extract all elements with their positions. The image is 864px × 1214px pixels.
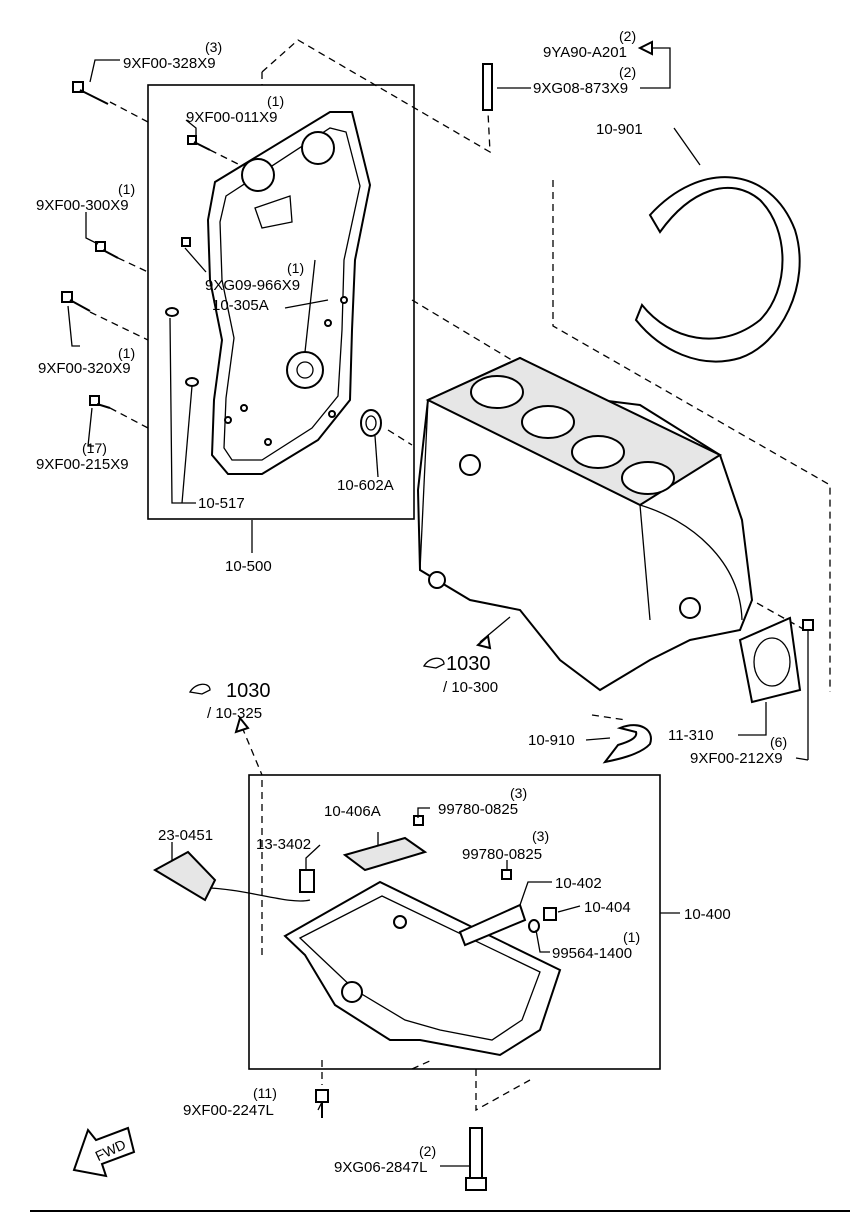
timing-chain-cover	[206, 111, 372, 475]
qty-9xg06-2847l: (2)	[419, 1143, 436, 1159]
label-10-305a: 10-305A	[212, 297, 269, 314]
oil-pan-group-box	[248, 774, 661, 1070]
front-oil-seal	[360, 409, 382, 437]
oil-strainer-bracket	[458, 903, 527, 947]
bolt-9xg09-966x9	[181, 237, 191, 247]
label-10-406a: 10-406A	[324, 803, 381, 820]
label-10-517: 10-517	[198, 495, 245, 512]
qty-9xf00-212x9: (6)	[770, 734, 787, 750]
qty-9xf00-300x9: (1)	[118, 181, 135, 197]
rear-plate	[634, 176, 801, 363]
oil-pan	[283, 880, 562, 1057]
label-99564-1400: 99564-1400	[552, 945, 632, 962]
qty-9xf00-011x9: (1)	[267, 93, 284, 109]
dowel-pins-10-517	[165, 307, 199, 387]
qty-99780-0825-b: (3)	[532, 828, 549, 844]
label-9xg09-966x9: 9XG09-966X9	[205, 277, 300, 294]
rear-oil-seal	[738, 616, 802, 704]
cylinder-block	[416, 356, 754, 692]
label-9xf00-320x9: 9XF00-320X9	[38, 360, 131, 377]
label-9xf00-2247l: 9XF00-2247L	[183, 1102, 274, 1119]
label-10-400: 10-400	[684, 906, 731, 923]
fwd-arrow-icon: FWD	[72, 1126, 136, 1178]
bolt-99780-0825-b	[501, 869, 512, 880]
bolt-9xg06-2847l	[465, 1127, 487, 1191]
bolt-9xf00-011x9	[187, 135, 211, 151]
label-9xf00-215x9: 9XF00-215X9	[36, 456, 129, 473]
qty-9ya90-a201: (2)	[619, 28, 636, 44]
dashed-guides	[89, 39, 831, 1112]
leader-lines	[67, 47, 809, 1167]
label-9ya90-a201: 9YA90-A201	[543, 44, 627, 61]
label-11-310: 11-310	[668, 727, 714, 744]
direction-arrows	[234, 40, 653, 734]
label-9xf00-011x9: 9XF00-011X9	[186, 109, 277, 126]
label-9xf00-212x9: 9XF00-212X9	[690, 750, 783, 767]
qty-9xf00-320x9: (1)	[118, 345, 135, 361]
harness-connector	[152, 850, 311, 902]
label-10-910: 10-910	[528, 732, 575, 749]
label-13-3402: 13-3402	[256, 836, 311, 853]
label-9xf00-300x9: 9XF00-300X9	[36, 197, 129, 214]
bolt-9xf00-215x9	[89, 395, 111, 409]
oil-level-sensor	[299, 869, 315, 893]
ref-10-325: / 10-325	[207, 705, 262, 722]
label-23-0451: 23-0451	[158, 827, 213, 844]
qty-9xg09-966x9: (1)	[287, 260, 304, 276]
qty-9xg08-873x9: (2)	[619, 64, 636, 80]
label-9xg08-873x9: 9XG08-873X9	[533, 80, 628, 97]
qty-9xf00-2247l: (11)	[253, 1085, 277, 1101]
bolt-9xf00-320x9	[61, 291, 91, 312]
thrust-bearing	[602, 724, 652, 764]
timing-cover-group-box	[147, 84, 415, 520]
bolt-9xf00-2247l	[315, 1089, 329, 1118]
qty-99564-1400: (1)	[623, 929, 640, 945]
ref-10-300: / 10-300	[443, 679, 498, 696]
label-10-402: 10-402	[555, 875, 602, 892]
label-9xf00-328x9: 9XF00-328X9	[123, 55, 216, 72]
label-10-901: 10-901	[596, 121, 643, 138]
qty-9xf00-328x9: (3)	[205, 39, 222, 55]
drain-plug	[528, 907, 557, 933]
stud-9xg08-873x9	[482, 63, 493, 111]
label-10-500: 10-500	[225, 558, 272, 575]
label-9xg06-2847l: 9XG06-2847L	[334, 1159, 427, 1176]
bolt-9xf00-212x9	[802, 619, 814, 760]
label-10-602a: 10-602A	[337, 477, 394, 494]
baffle-plate	[342, 836, 428, 872]
qty-99780-0825-a: (3)	[510, 785, 527, 801]
callout-labels: (3) 9XF00-328X9 (1) 9XF00-011X9 (1) 9XF0…	[36, 28, 787, 1176]
reference-hand-icon	[422, 657, 445, 669]
qty-9xf00-215x9: (17)	[82, 440, 107, 456]
label-99780-0825-a: 99780-0825	[438, 801, 518, 818]
reference-hand-icon	[188, 683, 211, 695]
ref-1030-pan: 1030	[226, 680, 271, 702]
ref-1030-block: 1030	[446, 653, 491, 675]
label-10-404: 10-404	[584, 899, 631, 916]
bolt-9xf00-328x9	[72, 81, 109, 105]
bolt-9xf00-300x9	[95, 241, 119, 259]
label-99780-0825-b: 99780-0825	[462, 846, 542, 863]
